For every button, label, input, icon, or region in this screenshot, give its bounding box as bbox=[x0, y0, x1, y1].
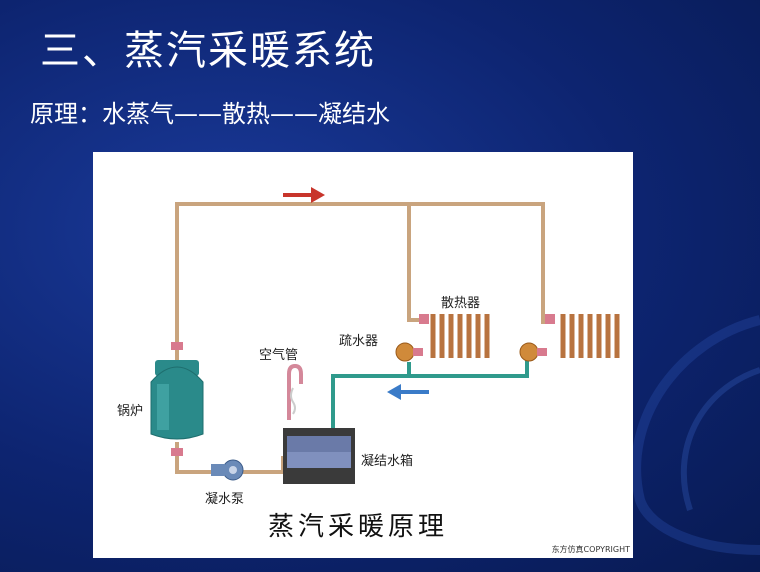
steam-trap-label: 疏水器 bbox=[339, 334, 379, 349]
boiler bbox=[150, 360, 204, 440]
condensate-pipe bbox=[331, 360, 529, 428]
diagram-drawing bbox=[150, 187, 623, 484]
condensate-tank-label: 凝结水箱 bbox=[361, 454, 414, 469]
slide-title: 三、蒸汽采暖系统 bbox=[40, 28, 376, 74]
radiator-label: 散热器 bbox=[441, 296, 481, 311]
radiator-1-valve bbox=[419, 314, 429, 324]
steam-trap-2 bbox=[519, 342, 547, 362]
radiator-2 bbox=[553, 312, 623, 360]
condensate-flow-arrow bbox=[387, 384, 429, 400]
air-pipe bbox=[287, 363, 303, 420]
radiator-1 bbox=[423, 312, 493, 360]
air-pipe-label: 空气管 bbox=[259, 348, 299, 363]
slide-subtitle: 原理：水蒸气——散热——凝结水 bbox=[30, 100, 390, 128]
condensate-pump-label: 凝水泵 bbox=[205, 492, 245, 507]
pump-valve bbox=[171, 448, 183, 456]
background-swoosh bbox=[631, 315, 760, 555]
radiator-2-valve bbox=[545, 314, 555, 324]
air-vent-wisp bbox=[290, 387, 296, 415]
steam-heating-diagram: 散热器 疏水器 空气管 锅炉 凝结水箱 凝水泵 蒸汽采暖原理 东方仿真COPYR… bbox=[93, 152, 633, 558]
figure-caption: 蒸汽采暖原理 bbox=[268, 512, 449, 542]
boiler-valve bbox=[171, 342, 183, 350]
condensate-tank bbox=[283, 428, 355, 484]
copyright-text: 东方仿真COPYRIGHT bbox=[551, 545, 630, 554]
steam-trap-1 bbox=[395, 342, 423, 362]
steam-flow-arrow bbox=[283, 187, 325, 203]
condensate-pump bbox=[211, 459, 244, 481]
boiler-label: 锅炉 bbox=[117, 404, 144, 419]
